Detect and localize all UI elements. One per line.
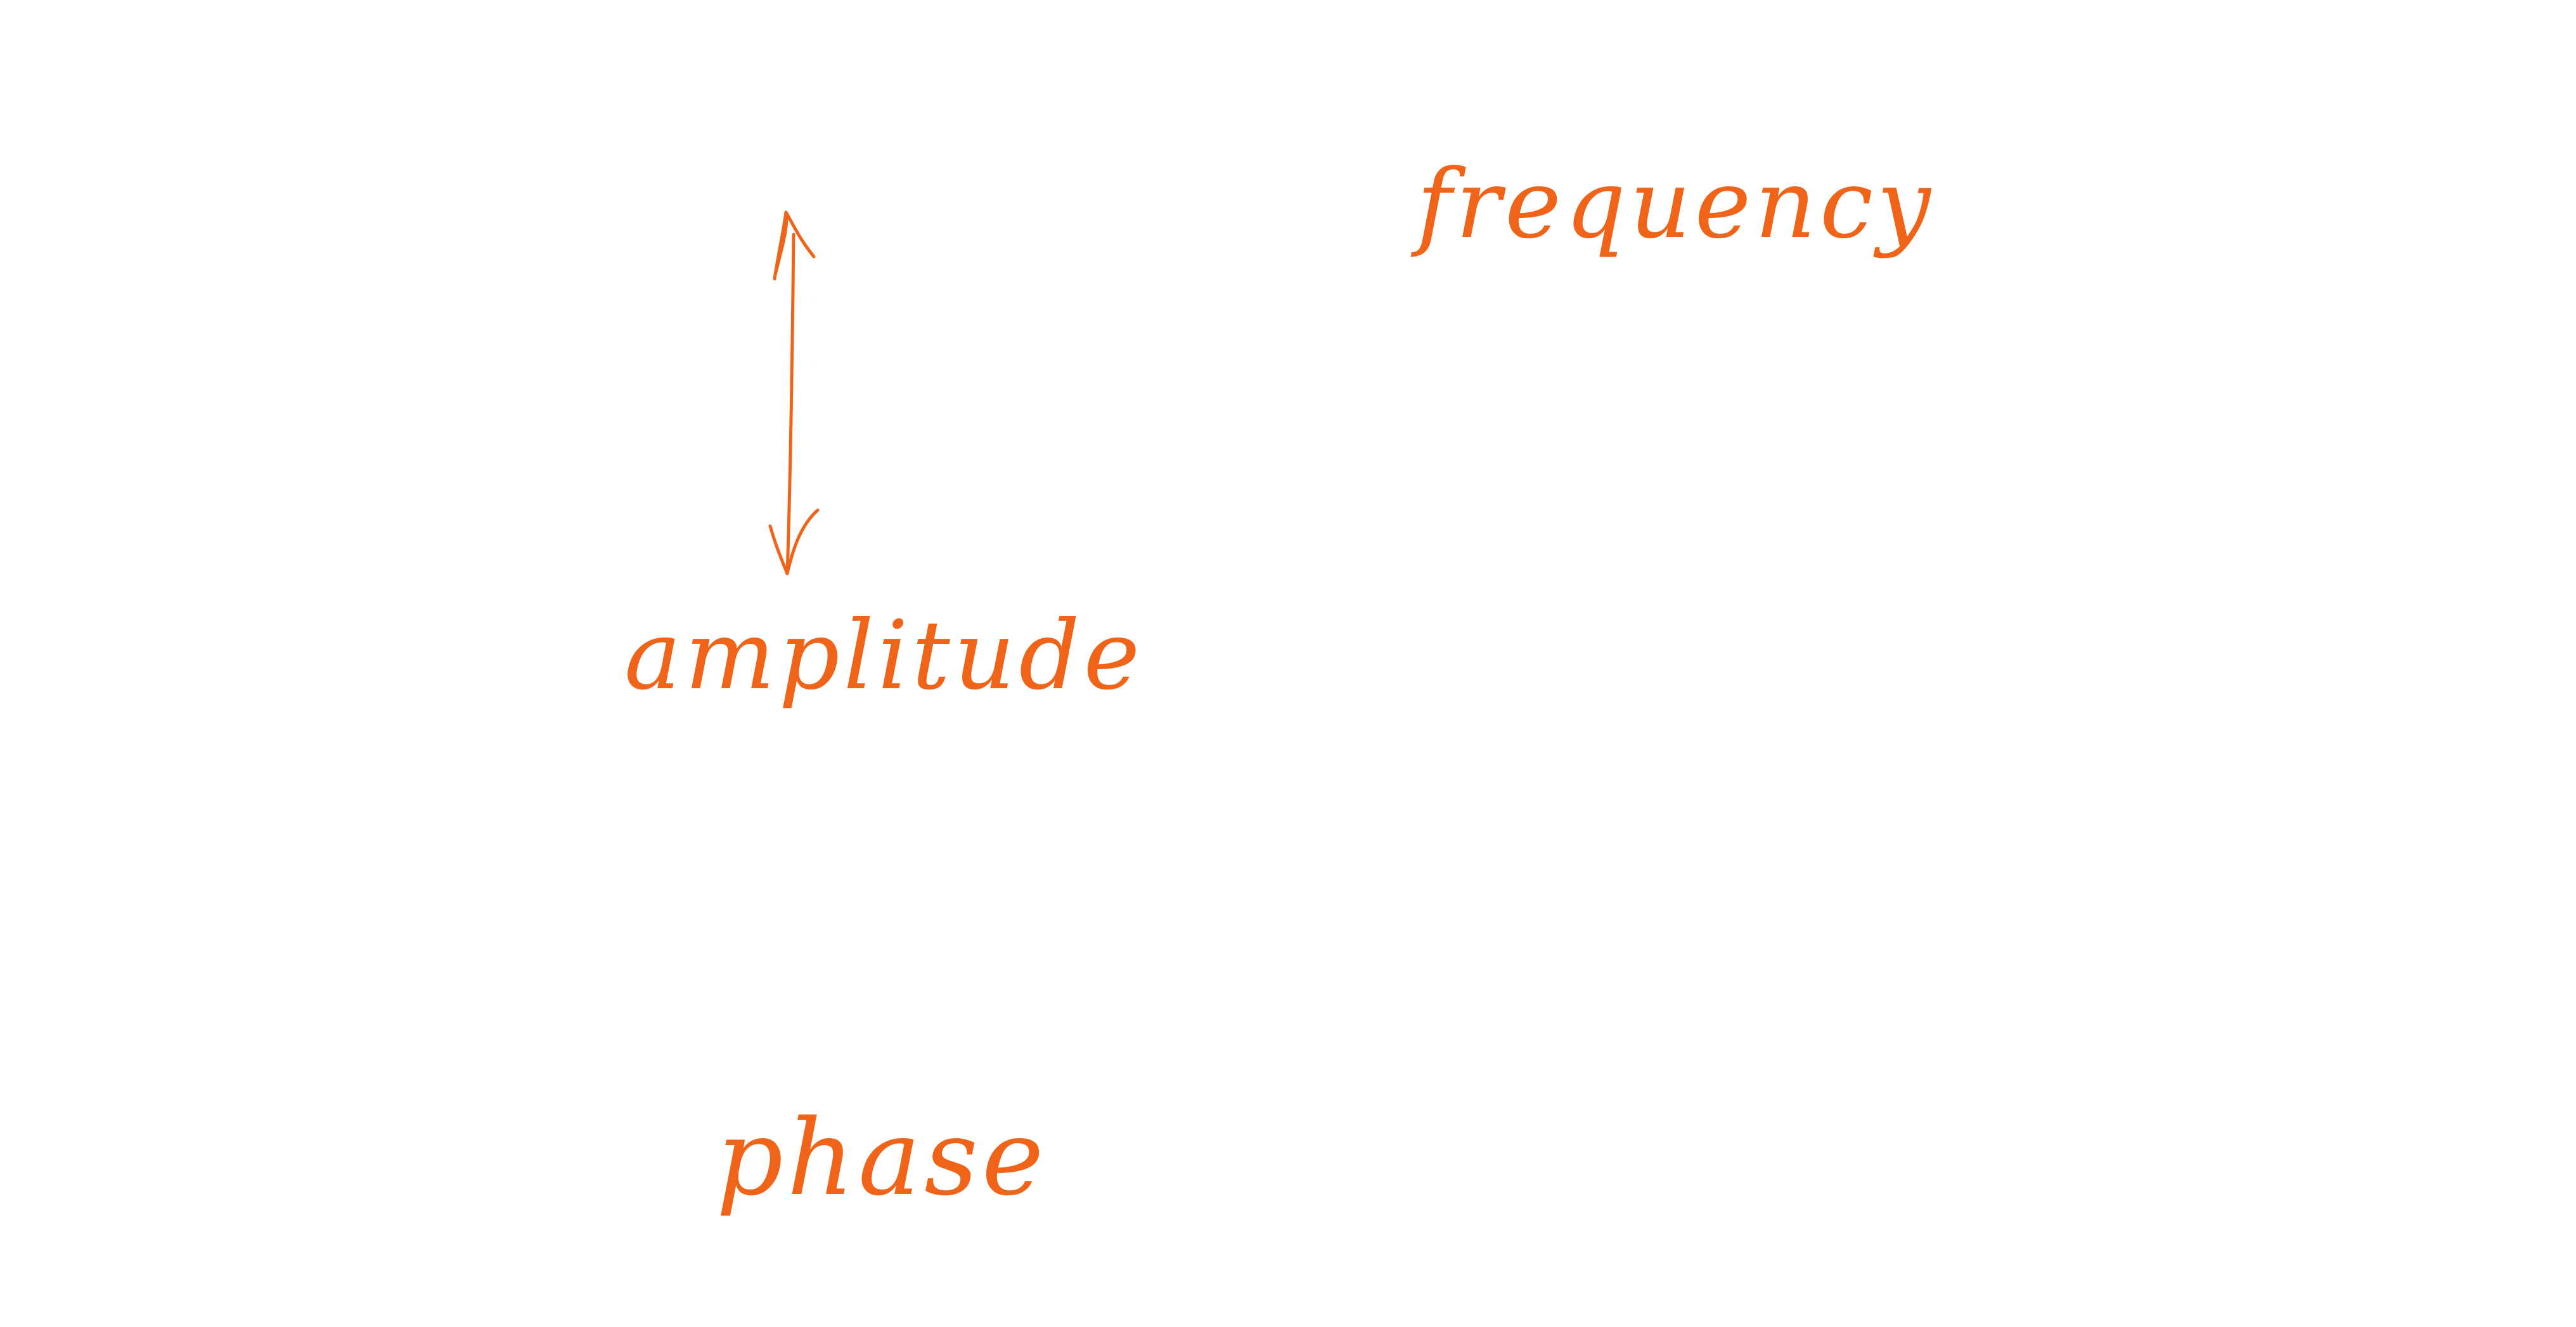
arrow-head-bottom [768,508,820,575]
arrow-head-top-tick [774,210,789,274]
frequency-label: frequency [1417,150,1935,260]
amplitude-label: amplitude [624,601,1144,711]
phase-label: phase [716,1097,1048,1219]
arrow-shaft [785,233,795,575]
